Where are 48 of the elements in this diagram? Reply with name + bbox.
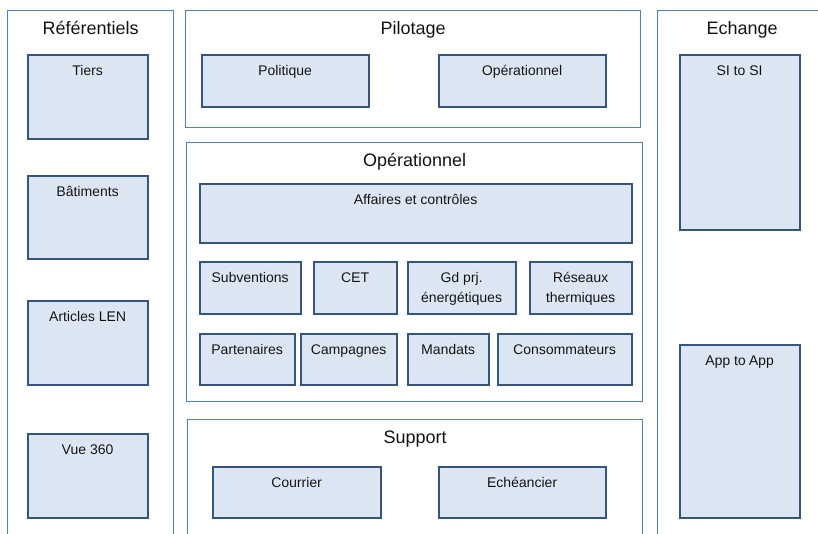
group-title: Référentiels bbox=[41, 18, 140, 39]
module-box bbox=[438, 54, 606, 108]
module-label: Réseaux thermiques bbox=[544, 268, 616, 306]
module-label: Campagnes bbox=[310, 340, 388, 358]
group-title: Pilotage bbox=[379, 18, 447, 39]
module-label: App to App bbox=[704, 350, 775, 370]
module-label: Courrier bbox=[270, 472, 323, 492]
module-label: Mandats bbox=[420, 340, 476, 358]
module-box bbox=[200, 54, 370, 108]
module-box bbox=[198, 182, 632, 244]
module-label: Tiers bbox=[71, 60, 104, 80]
module-box bbox=[26, 174, 148, 260]
module-label: Vue 360 bbox=[60, 440, 114, 458]
module-box bbox=[496, 332, 632, 386]
module-label: Affaires et contrôles bbox=[352, 190, 478, 208]
module-box bbox=[678, 344, 800, 518]
module-label: Consommateurs bbox=[512, 340, 617, 358]
group-panel bbox=[187, 419, 643, 534]
module-box bbox=[26, 54, 148, 140]
module-box bbox=[678, 54, 800, 230]
group-title: Support bbox=[382, 427, 448, 448]
module-box bbox=[198, 332, 296, 386]
module-label: Echéancier bbox=[486, 472, 558, 492]
module-box bbox=[198, 260, 302, 314]
module-label: Articles LEN bbox=[48, 306, 128, 326]
module-label: Politique bbox=[257, 60, 313, 80]
group-panel bbox=[657, 10, 818, 534]
module-box bbox=[26, 432, 148, 518]
group-panel bbox=[7, 10, 174, 534]
module-box bbox=[438, 466, 606, 518]
module-box bbox=[212, 466, 382, 518]
module-box bbox=[528, 260, 632, 314]
module-label: SI to SI bbox=[716, 60, 764, 80]
module-box bbox=[26, 300, 148, 386]
module-box bbox=[300, 332, 398, 386]
group-panel bbox=[186, 142, 643, 402]
module-box bbox=[406, 260, 516, 314]
module-box bbox=[406, 332, 490, 386]
module-label: CET bbox=[340, 268, 370, 286]
group-panel bbox=[185, 10, 641, 128]
module-label: Partenaires bbox=[210, 340, 284, 358]
group-title: Echange bbox=[705, 18, 779, 39]
module-label: Opérationnel bbox=[480, 60, 564, 80]
module-label: Bâtiments bbox=[55, 182, 120, 200]
module-box bbox=[312, 260, 398, 314]
module-label: Gd prj. énergétiques bbox=[420, 268, 503, 306]
group-title: Opérationnel bbox=[362, 150, 468, 171]
module-label: Subventions bbox=[210, 268, 290, 286]
